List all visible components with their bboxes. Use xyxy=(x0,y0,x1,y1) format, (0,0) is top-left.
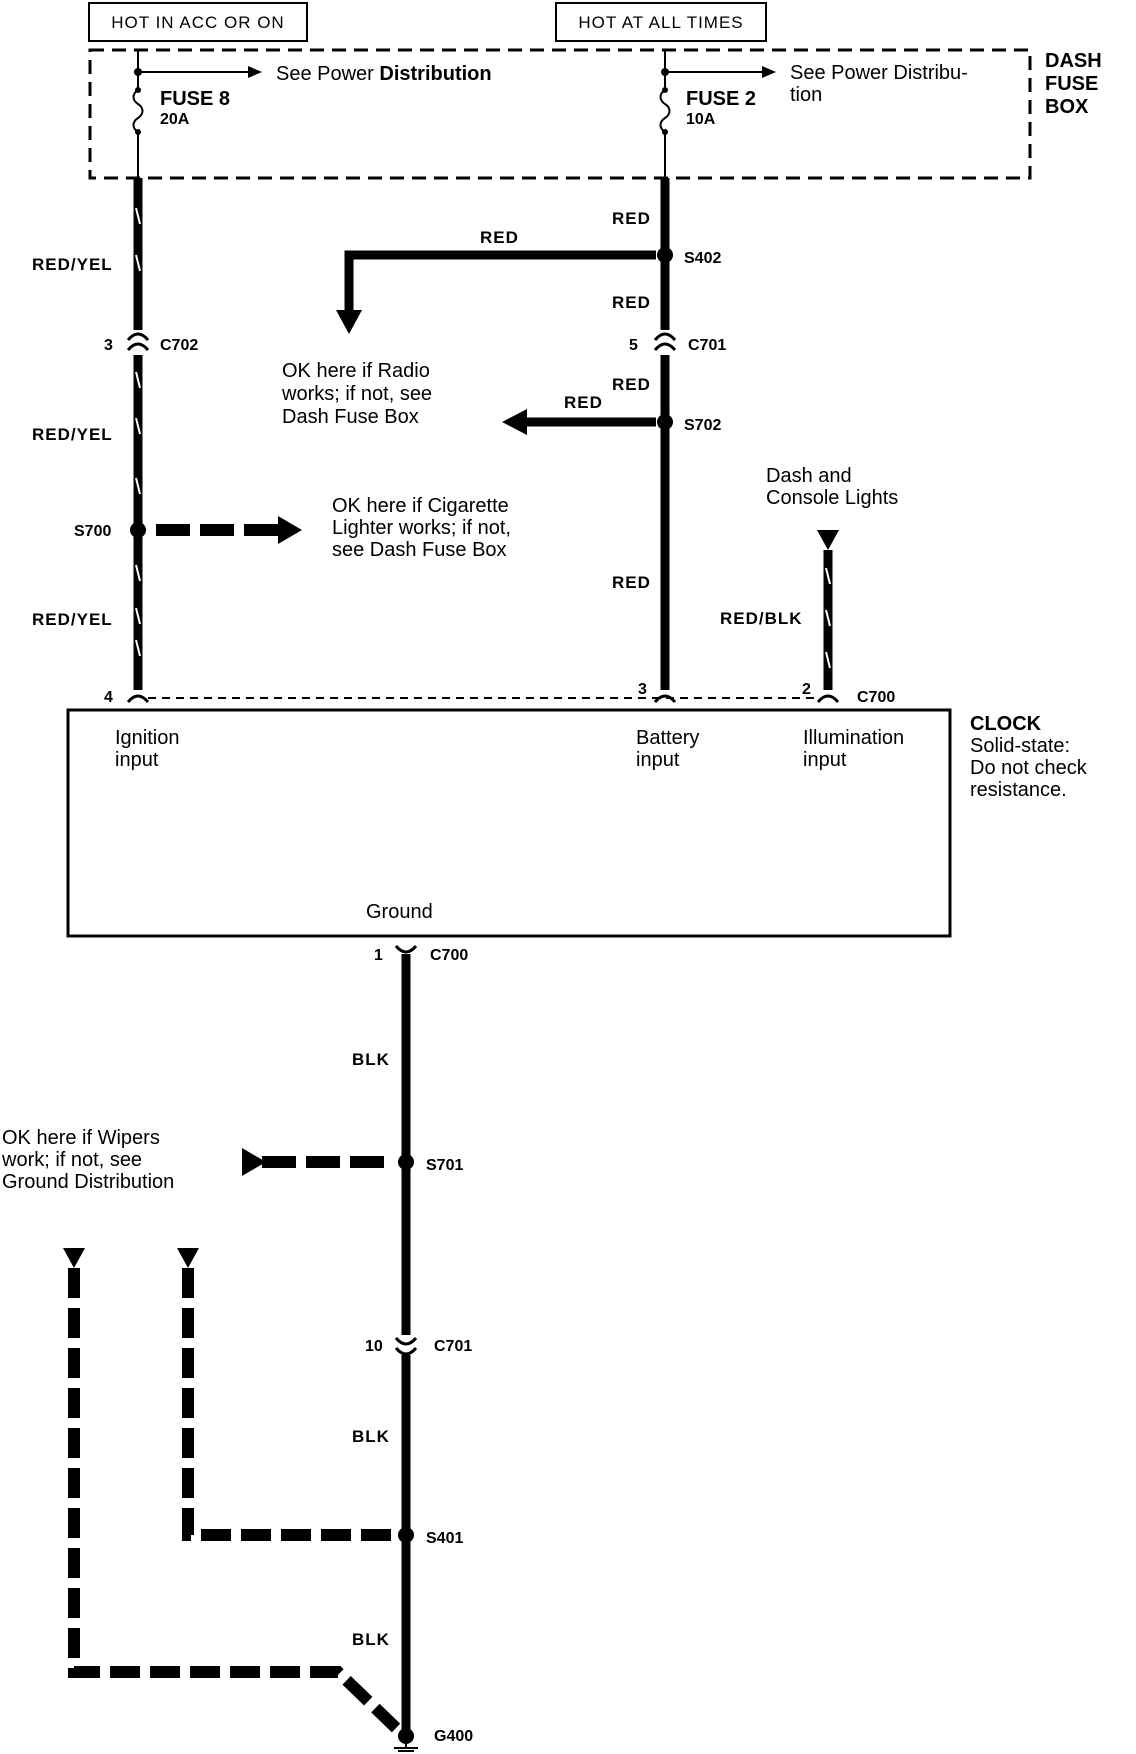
s402-splice: S402 xyxy=(657,247,721,267)
svg-text:C701: C701 xyxy=(434,1338,472,1355)
svg-text:S701: S701 xyxy=(426,1157,463,1174)
fuse8-rating: 20A xyxy=(160,111,190,128)
ground-label: Ground xyxy=(366,901,433,923)
red-yel-wire: RED/YEL RED/YEL RED/YEL xyxy=(32,178,143,690)
svg-text:input: input xyxy=(636,749,680,771)
s700-splice: S700 xyxy=(74,522,146,540)
svg-text:Dash and: Dash and xyxy=(766,465,852,487)
svg-text:Lighter works; if not,: Lighter works; if not, xyxy=(332,517,511,539)
fuse2-rating: 10A xyxy=(686,111,716,128)
svg-text:S700: S700 xyxy=(74,523,111,540)
red-yel-label-1: RED/YEL xyxy=(32,255,113,274)
clock-title: CLOCK Solid-state: Do not check resistan… xyxy=(970,713,1088,801)
svg-text:S702: S702 xyxy=(684,417,721,434)
svg-text:Ground Distribution: Ground Distribution xyxy=(2,1171,174,1193)
svg-text:CLOCK: CLOCK xyxy=(970,713,1042,735)
red-blk-wire: RED/BLK xyxy=(720,550,833,690)
svg-text:Console Lights: Console Lights xyxy=(766,487,898,509)
svg-text:resistance.: resistance. xyxy=(970,779,1067,801)
c700-bottom-connector: 1 C700 xyxy=(374,944,468,964)
svg-text:1: 1 xyxy=(374,947,383,964)
red-label-6: RED xyxy=(612,573,651,592)
svg-text:input: input xyxy=(115,749,159,771)
s401-splice: S401 xyxy=(398,1527,463,1547)
svg-text:S402: S402 xyxy=(684,250,721,267)
see-power-distribution-right: See Power Distribu- tion xyxy=(665,62,968,106)
svg-text:5: 5 xyxy=(629,337,638,354)
clock-component: Ignition input Battery input Illuminatio… xyxy=(66,708,952,938)
svg-text:BOX: BOX xyxy=(1045,96,1089,118)
blk-label-2: BLK xyxy=(352,1427,390,1446)
radio-branch: RED OK here if Radio works; if not, see … xyxy=(281,228,656,428)
g400-ground: G400 xyxy=(394,1728,473,1752)
svg-text:3: 3 xyxy=(638,681,647,698)
hot-acc-label: HOT IN ACC OR ON xyxy=(111,13,284,32)
svg-text:C700: C700 xyxy=(857,689,895,706)
battery-input-label: Battery xyxy=(636,727,699,749)
g400-branch xyxy=(63,1248,401,1733)
svg-text:DASH: DASH xyxy=(1045,50,1102,72)
blk-label-1: BLK xyxy=(352,1050,390,1069)
fuse8-name: FUSE 8 xyxy=(160,88,230,110)
svg-text:10: 10 xyxy=(365,1338,383,1355)
red-label-2: RED xyxy=(480,228,519,247)
svg-text:Solid-state:: Solid-state: xyxy=(970,735,1070,757)
wipers-branch: OK here if Wipers work; if not, see Grou… xyxy=(1,1127,392,1193)
svg-text:C700: C700 xyxy=(430,947,468,964)
svg-text:OK here if Radio: OK here if Radio xyxy=(282,360,430,382)
svg-text:OK here if Wipers: OK here if Wipers xyxy=(2,1127,160,1149)
red-label-1: RED xyxy=(612,209,651,228)
c702-connector: 3 C702 xyxy=(104,332,198,354)
c701-bottom-connector: 10 C701 xyxy=(365,1336,472,1356)
fuse-2: FUSE 2 10A xyxy=(659,50,756,178)
red-label-4: RED xyxy=(612,375,651,394)
svg-text:input: input xyxy=(803,749,847,771)
s401-branch xyxy=(177,1248,394,1541)
svg-text:work; if not, see: work; if not, see xyxy=(1,1149,142,1171)
svg-text:see Dash Fuse Box: see Dash Fuse Box xyxy=(332,539,507,561)
fuse-8: FUSE 8 20A xyxy=(132,50,230,178)
fuse2-name: FUSE 2 xyxy=(686,88,756,110)
hot-all-box: HOT AT ALL TIMES xyxy=(555,2,767,42)
svg-text:C702: C702 xyxy=(160,337,198,354)
blk-label-3: BLK xyxy=(352,1630,390,1649)
svg-text:G400: G400 xyxy=(434,1728,473,1745)
svg-text:works; if not, see: works; if not, see xyxy=(281,383,432,405)
svg-text:See Power Distribu-: See Power Distribu- xyxy=(790,62,968,84)
svg-text:See Power Distribution: See Power Distribution xyxy=(276,63,492,85)
red-label-3: RED xyxy=(612,293,651,312)
svg-text:4: 4 xyxy=(104,689,113,706)
svg-text:FUSE: FUSE xyxy=(1045,73,1098,95)
illumination-input-label: Illumination xyxy=(803,727,904,749)
red-yel-label-3: RED/YEL xyxy=(32,610,113,629)
s702-splice: S702 xyxy=(657,414,721,434)
hot-acc-box: HOT IN ACC OR ON xyxy=(88,2,308,42)
svg-text:2: 2 xyxy=(802,681,811,698)
red-blk-label: RED/BLK xyxy=(720,609,803,628)
svg-text:C701: C701 xyxy=(688,337,726,354)
svg-text:3: 3 xyxy=(104,337,113,354)
dash-fuse-box-title: DASH FUSE BOX xyxy=(1045,50,1102,118)
ignition-input-label: Ignition xyxy=(115,727,180,749)
svg-text:S401: S401 xyxy=(426,1530,463,1547)
lighter-branch: OK here if Cigarette Lighter works; if n… xyxy=(156,495,511,561)
svg-text:tion: tion xyxy=(790,84,822,106)
svg-text:Dash Fuse Box: Dash Fuse Box xyxy=(282,406,419,428)
svg-text:Do not check: Do not check xyxy=(970,757,1088,779)
c700-top-connector: 4 3 2 C700 xyxy=(104,681,895,706)
c701-top-connector: 5 C701 xyxy=(629,332,726,354)
s702-branch: RED xyxy=(502,393,656,435)
see-power-distribution-left: See Power Distribution xyxy=(138,63,492,85)
dash-console-lights-source: Dash and Console Lights xyxy=(766,465,898,550)
red-yel-label-2: RED/YEL xyxy=(32,425,113,444)
s701-splice: S701 xyxy=(398,1154,463,1174)
blk-wire: BLK BLK BLK xyxy=(352,954,411,1736)
dash-fuse-box-outline xyxy=(88,48,1032,180)
hot-all-label: HOT AT ALL TIMES xyxy=(578,13,743,32)
svg-text:OK here if Cigarette: OK here if Cigarette xyxy=(332,495,509,517)
red-label-5: RED xyxy=(564,393,603,412)
